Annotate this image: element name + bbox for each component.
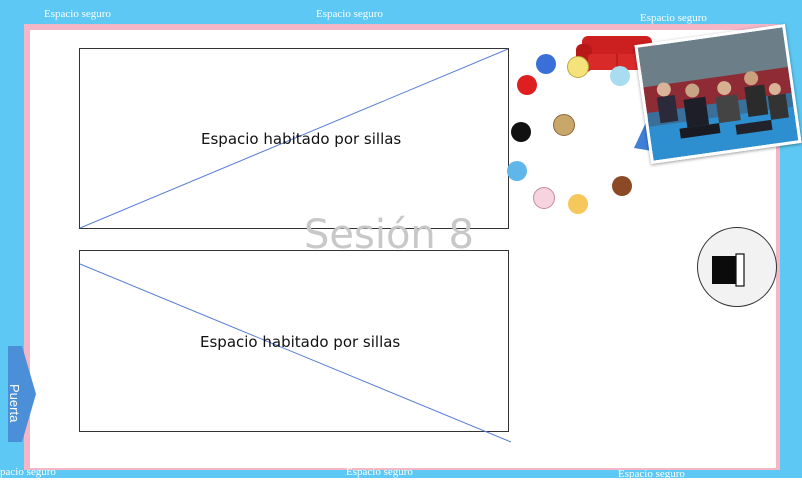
smiley-icon [511, 122, 531, 142]
safe-label-top-left: Espacio seguro [44, 8, 111, 20]
safe-label-top-right: Espacio seguro [640, 12, 707, 24]
smiley-icon [533, 187, 555, 209]
clock-icon [697, 227, 777, 307]
chair-zone-bottom [79, 250, 509, 432]
smiley-icon [568, 194, 588, 214]
safe-label-bottom-right: Espacio seguro [618, 468, 685, 480]
smiley-icon [536, 54, 556, 74]
safe-label-bottom-center: Espacio seguro [346, 466, 413, 478]
safe-label-bottom-left: pacio seguro [0, 466, 56, 478]
chair-zone-top-diagonal [79, 48, 509, 229]
safe-label-top-center: Espacio seguro [316, 8, 383, 20]
smiley-icon [567, 56, 589, 78]
door-label: Puerta [7, 384, 22, 423]
chair-zone-bottom-label: Espacio habitado por sillas [200, 333, 401, 351]
door-arrow-icon [8, 346, 36, 442]
smiley-icon [612, 176, 632, 196]
session-title: Sesión 8 [304, 212, 474, 258]
smiley-icon [553, 114, 575, 136]
chair-zone-bottom-diagonal [79, 263, 512, 443]
chair-zone-top-label: Espacio habitado por sillas [201, 130, 402, 148]
smiley-icon [507, 161, 527, 181]
smiley-icon [610, 66, 630, 86]
chair-zone-top [79, 48, 509, 229]
photo-group [634, 24, 802, 164]
smiley-icon [517, 75, 537, 95]
